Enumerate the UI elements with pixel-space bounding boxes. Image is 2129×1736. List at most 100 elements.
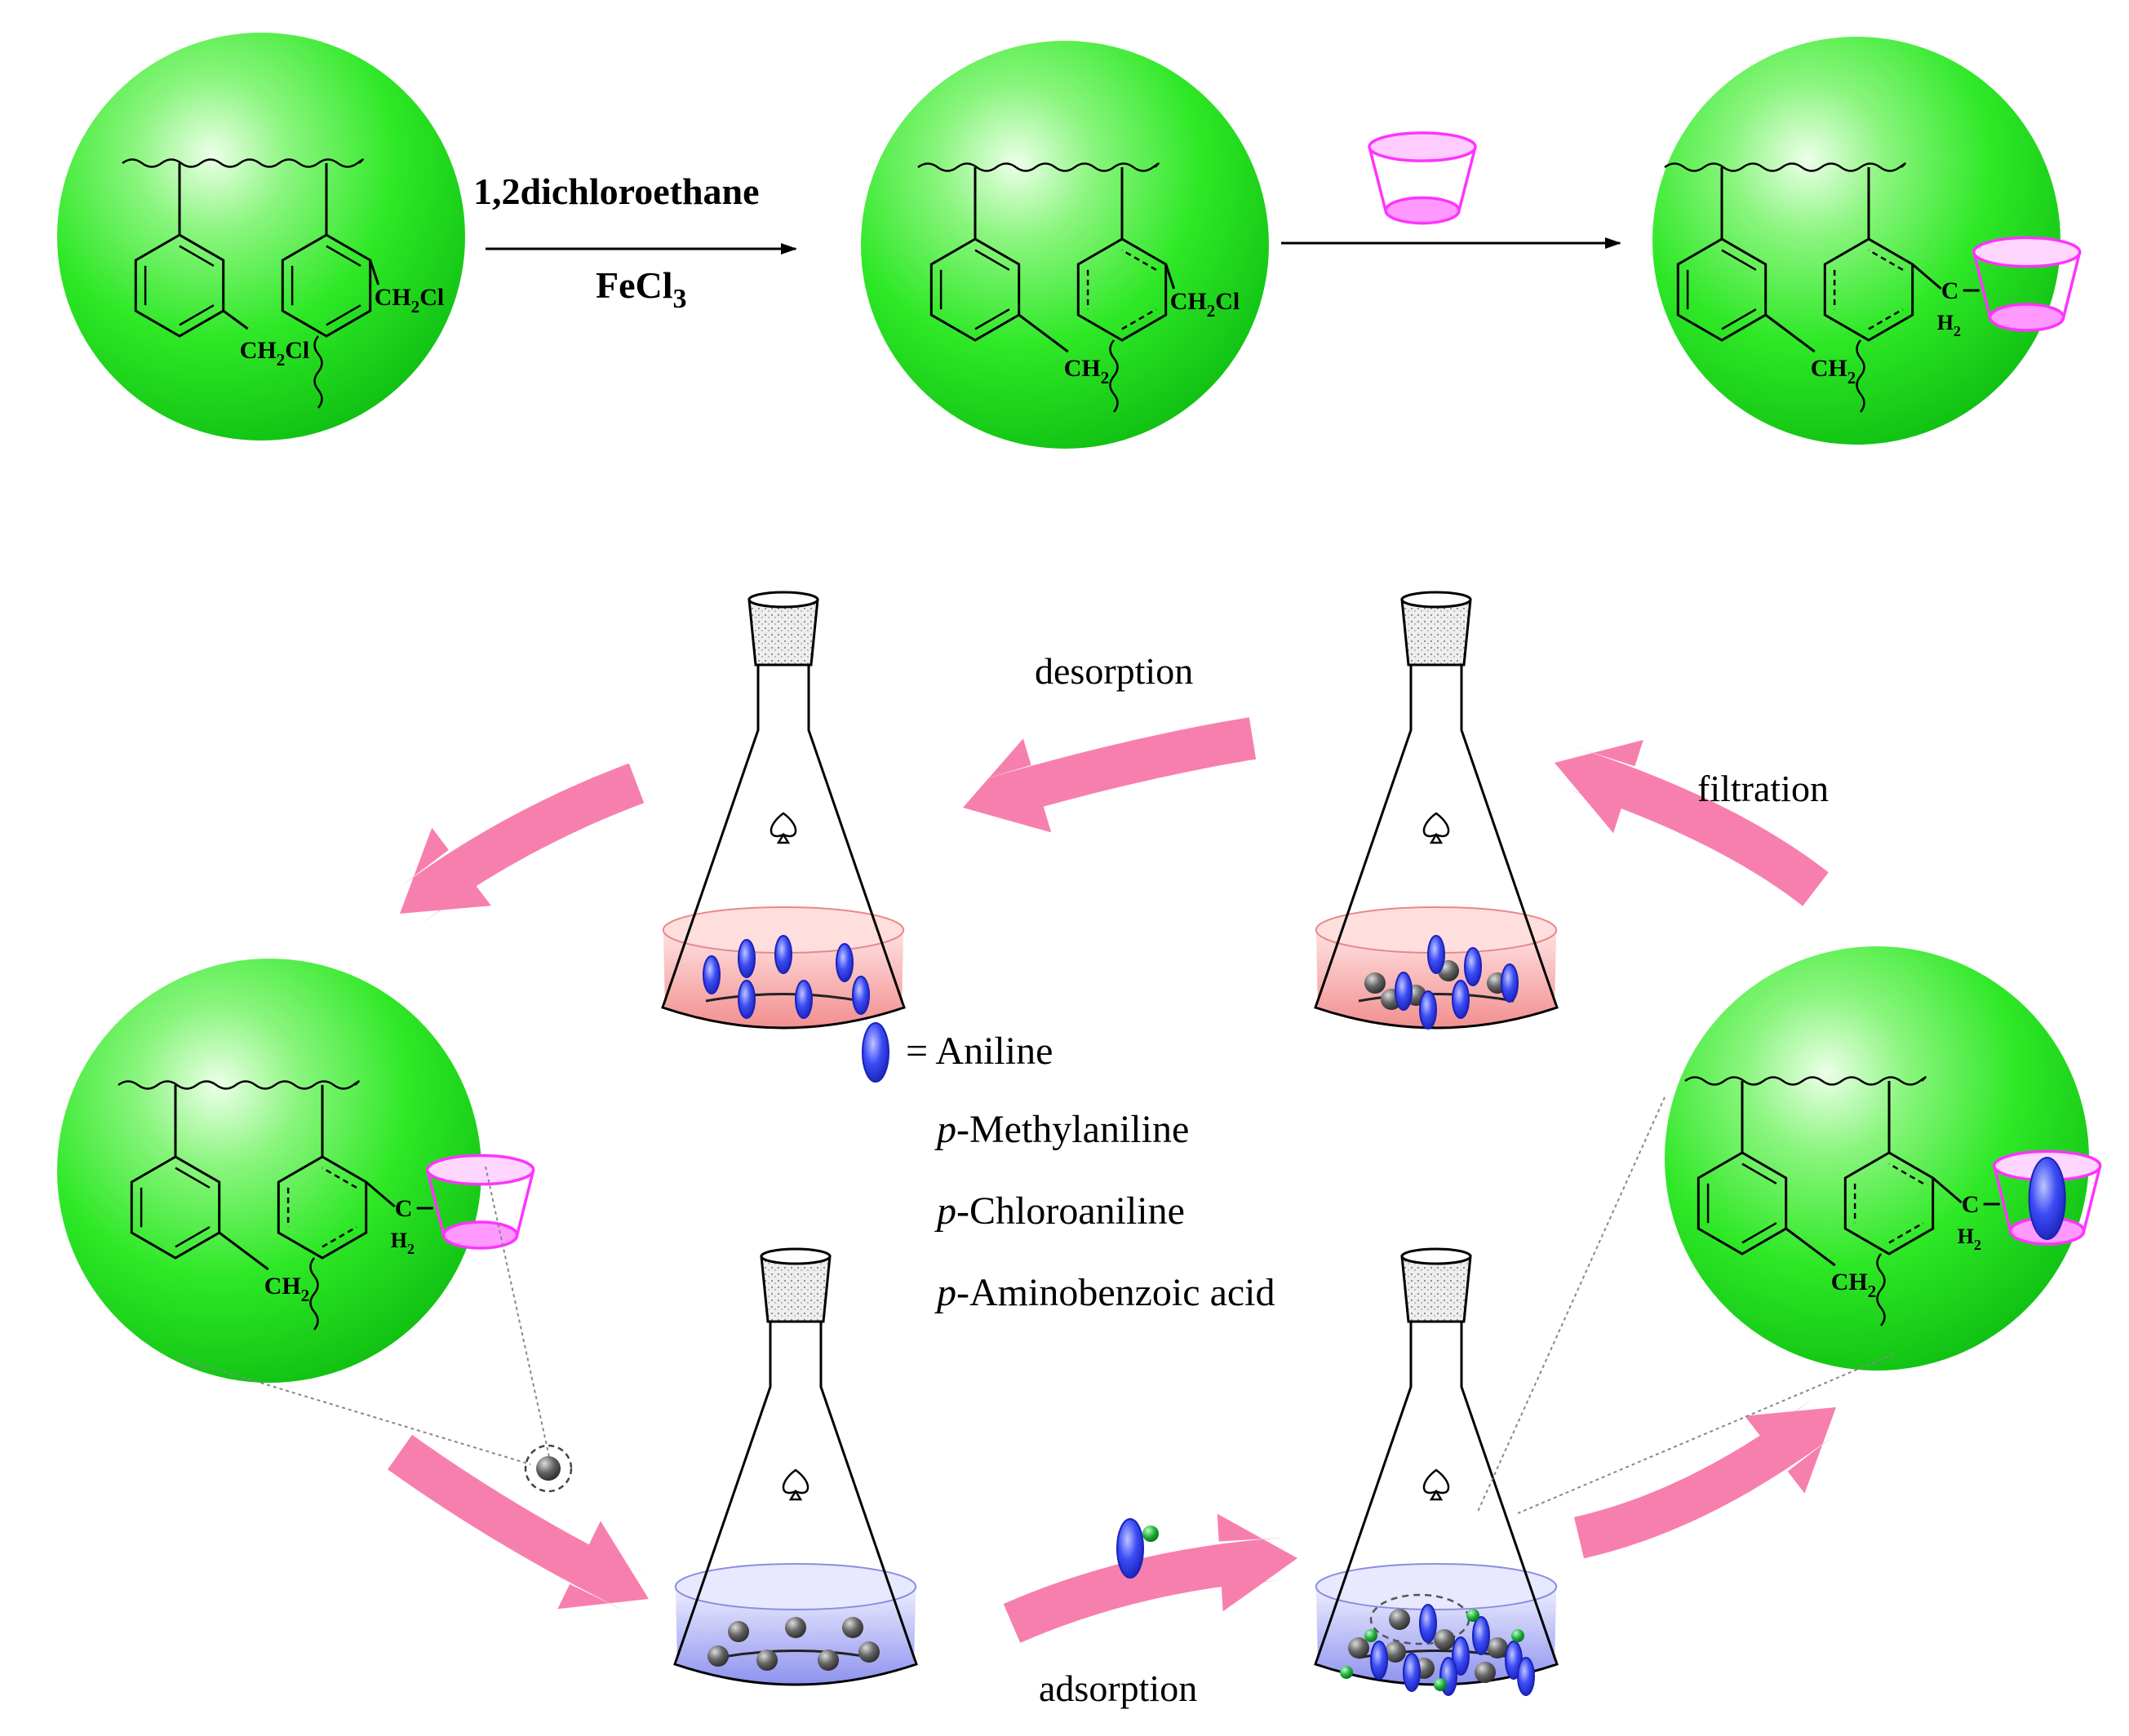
ring-double-bond bbox=[1868, 308, 1904, 330]
ring-double-bond bbox=[1868, 249, 1904, 271]
arrow-shape bbox=[963, 717, 1257, 833]
aniline-icon bbox=[1452, 980, 1470, 1019]
amine-group-icon bbox=[1340, 1666, 1353, 1679]
ring-double-bond bbox=[179, 304, 215, 326]
arrow-shape bbox=[1574, 1397, 1841, 1559]
adsorption-arrow bbox=[1003, 1513, 1297, 1643]
c-link-label: C bbox=[1941, 277, 1959, 304]
legend-aminobenzoic-acid: p-Aminobenzoic acid bbox=[934, 1271, 1275, 1314]
aniline-icon bbox=[1464, 947, 1482, 986]
resin-particle-icon bbox=[1364, 972, 1386, 994]
resin-particle-icon bbox=[728, 1621, 749, 1642]
substituent-bond bbox=[222, 309, 249, 330]
amine-group-icon bbox=[1364, 1629, 1377, 1642]
cyclodextrin-cup bbox=[425, 1154, 535, 1250]
cyclodextrin-bottom-rim bbox=[1988, 303, 2065, 332]
polymer-backbone bbox=[118, 1080, 360, 1090]
ring-double-bond bbox=[1888, 1222, 1924, 1244]
cyclodextrin-top-rim bbox=[425, 1154, 535, 1186]
flask-stopper bbox=[1400, 598, 1472, 666]
benzene-ring-left bbox=[134, 233, 225, 338]
ring-double-bond bbox=[1721, 308, 1757, 330]
aniline-icon bbox=[1370, 1641, 1388, 1680]
resin-particle-icon bbox=[842, 1617, 863, 1638]
aniline-icon bbox=[852, 976, 870, 1015]
methylene-bridge-bond bbox=[1764, 313, 1816, 353]
polymer-backbone bbox=[917, 162, 1160, 172]
arrow-shape bbox=[1555, 740, 1829, 906]
cyclodextrin-cup bbox=[1972, 236, 2082, 332]
zoom-particle-ring bbox=[524, 1444, 573, 1493]
ring-double-bond bbox=[1121, 249, 1157, 271]
h2-label: H2 bbox=[1937, 311, 1961, 339]
substituent-bond bbox=[1911, 263, 1942, 290]
benzene-ring-left bbox=[1676, 237, 1768, 342]
aniline-icon bbox=[795, 980, 813, 1019]
aniline-icon bbox=[1419, 990, 1437, 1030]
ring-double-bond bbox=[179, 245, 215, 267]
ring-double-bond bbox=[1741, 1162, 1777, 1185]
amine-group-icon bbox=[1466, 1609, 1479, 1622]
polymer-crosslink-chain bbox=[1109, 339, 1119, 413]
cycle-arrow-layer bbox=[388, 717, 1841, 1643]
methylene-bridge-bond bbox=[1785, 1227, 1836, 1267]
flask-mark-icon bbox=[782, 1468, 809, 1501]
methylene-bridge-bond bbox=[1018, 313, 1069, 353]
h2-label: H2 bbox=[1958, 1224, 1981, 1253]
cyclodextrin-wall bbox=[1992, 1165, 2102, 1232]
ring-double-bond bbox=[326, 245, 361, 267]
substituent-bond bbox=[1932, 1176, 1963, 1204]
filtration-label: filtration bbox=[1697, 768, 1829, 809]
aniline-icon bbox=[1472, 1616, 1490, 1655]
polymer-crosslink-chain bbox=[1856, 339, 1865, 413]
zoom-line bbox=[485, 1166, 552, 1465]
resin-particle-icon bbox=[1389, 1609, 1410, 1630]
polymer-backbone bbox=[1684, 1076, 1927, 1086]
ring-double-bond bbox=[322, 1226, 357, 1248]
resin-particle-icon bbox=[1434, 1629, 1455, 1650]
zoom-particle-icon bbox=[536, 1456, 561, 1481]
flask-mark-icon bbox=[770, 812, 797, 844]
legend-chloroaniline: p-Chloroaniline bbox=[934, 1189, 1185, 1233]
aniline-icon bbox=[1403, 1653, 1421, 1692]
aniline-icon bbox=[1395, 972, 1413, 1011]
resin-particle-icon bbox=[756, 1650, 778, 1671]
ring-double-bond bbox=[1721, 249, 1757, 271]
aniline-icon bbox=[1419, 1604, 1437, 1643]
ring-double-bond bbox=[326, 304, 361, 326]
flask-resin bbox=[673, 1247, 918, 1686]
zoom-line bbox=[1476, 1096, 1665, 1514]
zoom-line bbox=[1517, 1353, 1894, 1514]
cyclodextrin-wall bbox=[1368, 146, 1477, 211]
aniline-icon bbox=[1517, 1657, 1535, 1696]
c-link-label: C bbox=[1962, 1191, 1980, 1218]
ch2cl-group: CH2Cl bbox=[1170, 288, 1240, 321]
substituent-bond bbox=[1164, 264, 1176, 290]
adsorption-label: adsorption bbox=[1039, 1667, 1197, 1709]
ring-double-bond bbox=[974, 249, 1010, 271]
flask-adsorbing bbox=[1314, 1247, 1559, 1696]
ring-double-bond bbox=[175, 1226, 211, 1248]
stopper-top bbox=[760, 1247, 832, 1265]
ring-double-bond bbox=[175, 1167, 211, 1189]
cyclodextrin-bottom-rim bbox=[1384, 196, 1461, 225]
cyclodextrin-wall bbox=[1972, 251, 2082, 318]
cyclodextrin-wall bbox=[425, 1169, 535, 1236]
ch2-bridge-label: CH2 bbox=[1811, 355, 1856, 388]
zoom-line-layer bbox=[179, 1096, 1894, 1514]
amine-group-icon bbox=[1511, 1629, 1524, 1642]
aniline-icon bbox=[836, 943, 854, 982]
polymer-crosslink-chain bbox=[1876, 1253, 1886, 1326]
methylene-bridge-bond bbox=[218, 1231, 269, 1271]
aniline-icon bbox=[1427, 935, 1445, 974]
flask-stopper bbox=[747, 598, 819, 666]
ring-double-bond bbox=[974, 308, 1010, 330]
amine-molecule-icon bbox=[1116, 1518, 1144, 1579]
resin-particle-icon bbox=[707, 1645, 729, 1667]
filtration-arrow bbox=[1555, 740, 1829, 906]
ring-double-bond bbox=[1741, 1222, 1777, 1244]
